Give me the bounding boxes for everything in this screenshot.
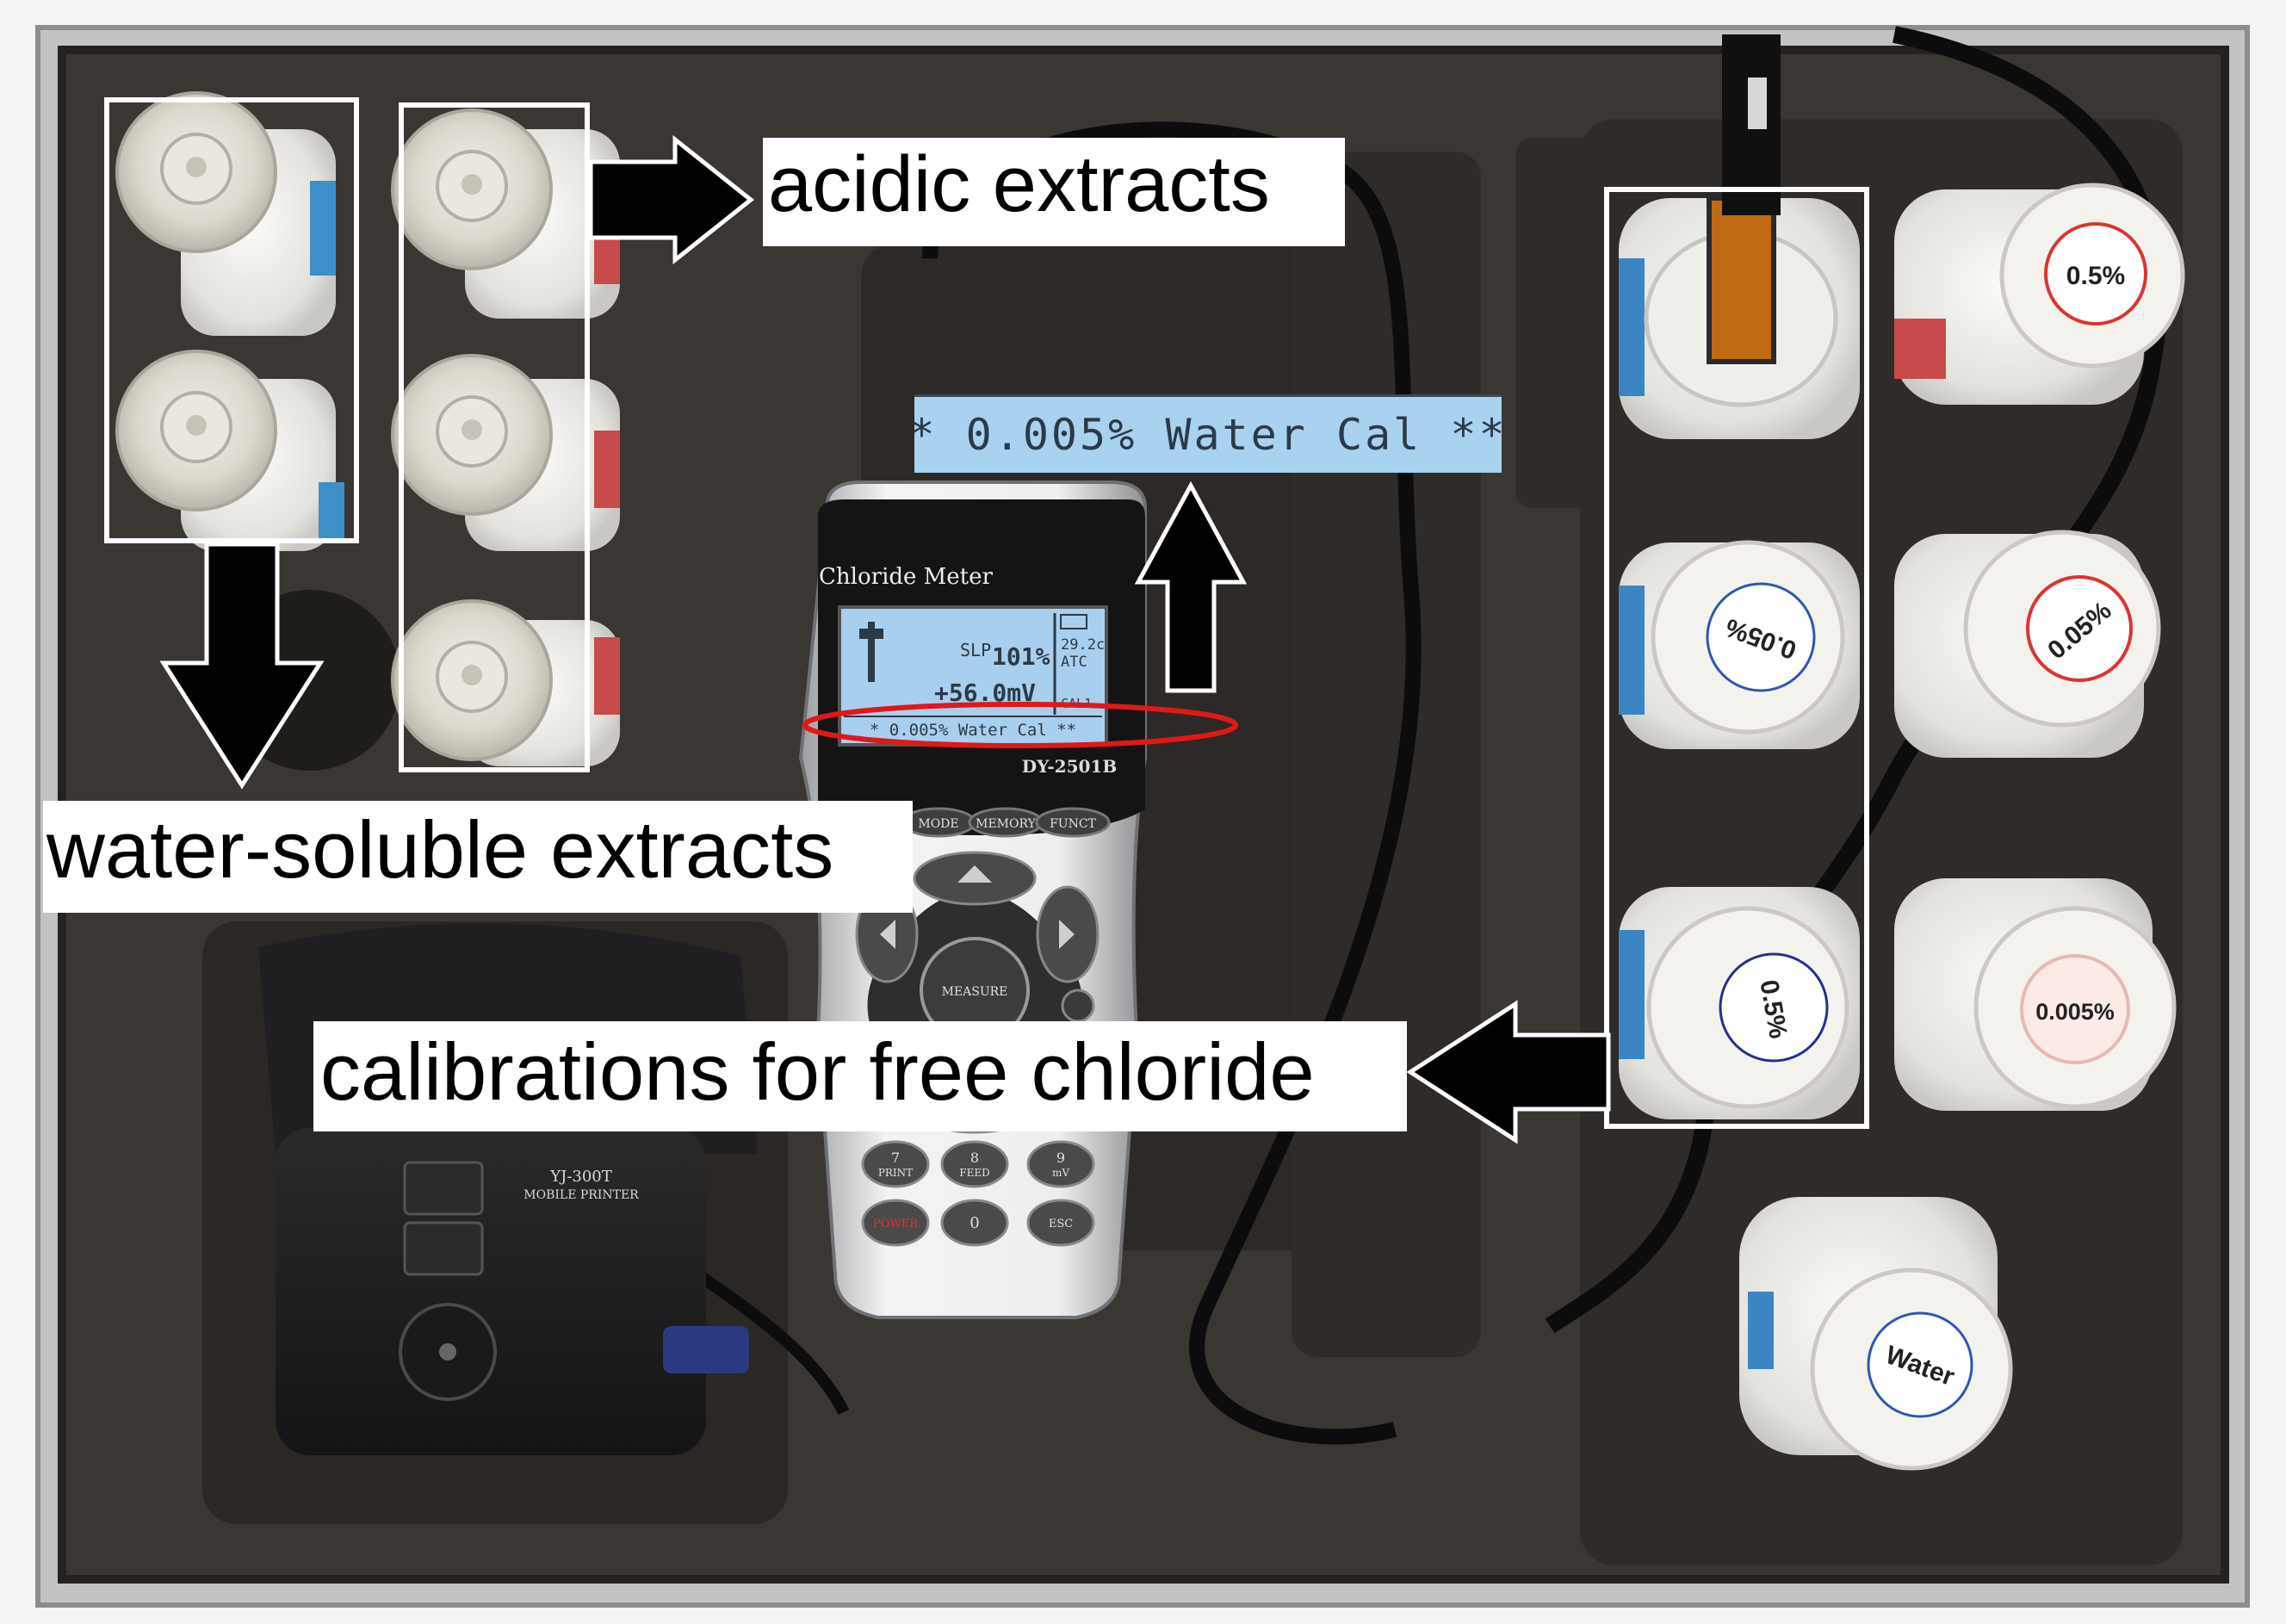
mv-key-number: 9 xyxy=(1056,1150,1065,1166)
standard-bottles xyxy=(1739,183,2185,1471)
meter-model: DY-2501B xyxy=(1022,756,1117,777)
water-soluble-box xyxy=(104,97,359,543)
callout-calibrations-free-chloride: calibrations for free chloride xyxy=(313,1021,1407,1131)
lcd-zoom-readout: * 0.005% Water Cal ** xyxy=(914,394,1502,473)
highlight-ellipse xyxy=(802,702,1238,748)
measure-key-label: MEASURE xyxy=(942,985,1008,999)
calibration-box xyxy=(1604,187,1869,1129)
feed-key-label: FEED xyxy=(959,1167,989,1179)
printer-label: MOBILE PRINTER xyxy=(523,1188,639,1202)
mobile-printer xyxy=(258,923,758,1455)
mode-key-label: MODE xyxy=(918,817,958,831)
bottle-label-right-low: 0.005% xyxy=(2035,999,2115,1025)
arrow-left-calibrations xyxy=(1406,1000,1611,1144)
bottle-cutout-right xyxy=(1580,119,2183,1565)
lcd-atc: ATC xyxy=(1061,654,1087,671)
arrow-down-water-soluble xyxy=(159,542,325,790)
bottle-label-right-top: 0.5% xyxy=(2066,262,2125,290)
calibration-bottles xyxy=(1619,34,1860,1119)
arrow-right-acidic xyxy=(588,134,755,265)
acidic-box xyxy=(399,102,590,772)
arrow-up-lcd xyxy=(1134,480,1248,693)
power-key-label: POWER xyxy=(873,1218,919,1230)
lcd-slp-label: SLP xyxy=(960,640,991,660)
mv-key-label: mV xyxy=(1052,1167,1069,1179)
feed-key-number: 8 xyxy=(970,1150,979,1166)
lcd-temp: 29.2c xyxy=(1061,636,1105,654)
lcd-slp-value: 101% xyxy=(992,642,1050,671)
acidic-bottles xyxy=(391,108,620,766)
probe-cable xyxy=(922,121,1422,1445)
funct-key-label: FUNCT xyxy=(1050,817,1096,831)
lcd-status-line: * 0.005% Water Cal ** xyxy=(870,721,1076,740)
callout-water-soluble-extracts: water-soluble extracts xyxy=(43,801,913,913)
meter-title: Chloride Meter xyxy=(819,564,993,590)
zero-key-label: 0 xyxy=(970,1214,979,1232)
esc-key-label: ESC xyxy=(1049,1218,1073,1230)
memory-key-label: MEMORY xyxy=(976,817,1036,831)
water-soluble-bottles xyxy=(115,91,344,551)
print-key-label: PRINT xyxy=(878,1167,913,1179)
printer-model: YJ-300T xyxy=(549,1168,612,1186)
callout-acidic-extracts: acidic extracts xyxy=(763,138,1345,246)
print-key-number: 7 xyxy=(891,1150,900,1166)
